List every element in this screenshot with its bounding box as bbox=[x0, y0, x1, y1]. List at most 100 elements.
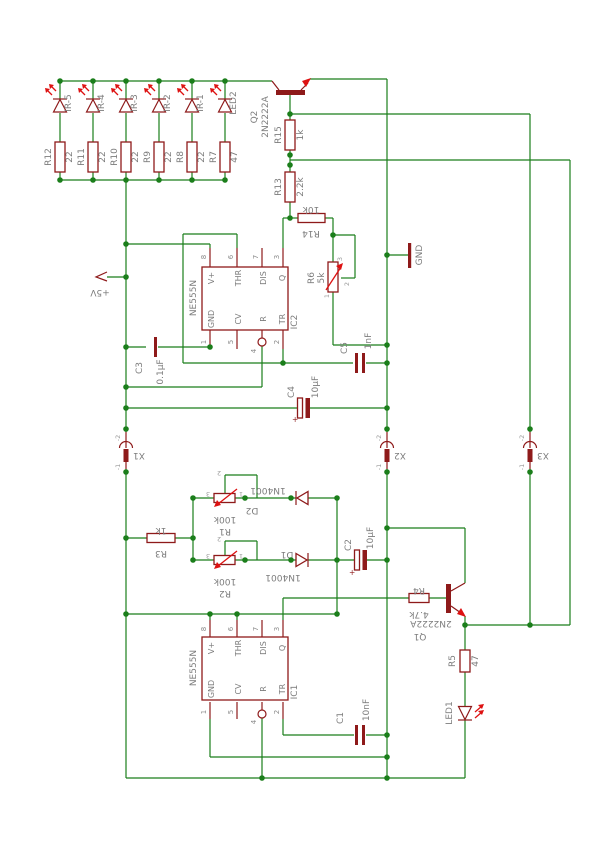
led-label: IR-3 bbox=[130, 94, 140, 112]
led-label: IR-4 bbox=[97, 94, 107, 112]
pot-pin3: 3 bbox=[336, 257, 344, 261]
ic-ref: IC1 bbox=[290, 685, 300, 700]
led-ref: LED1 bbox=[445, 701, 455, 724]
cap-ref: C1 bbox=[336, 712, 346, 724]
resistor-value: 22 bbox=[164, 151, 174, 162]
led-led1: LED1 bbox=[445, 701, 484, 725]
pin-name: GND bbox=[207, 310, 216, 328]
transistor-q2: Q2 2N2222A bbox=[250, 78, 311, 138]
resistor-ref: R4 bbox=[413, 585, 425, 595]
resistor-ref: R14 bbox=[302, 228, 320, 238]
pin-name: DIS bbox=[259, 641, 268, 655]
wires bbox=[59, 78, 571, 779]
pin-name: Q bbox=[278, 275, 287, 281]
potentiometer-r6: R6 5k 3 1 2 bbox=[307, 257, 351, 298]
resistor-ref: R5 bbox=[448, 655, 458, 667]
pin-number: 5 bbox=[227, 710, 235, 714]
gnd-label: GND bbox=[415, 245, 425, 266]
diode-part: 1N4001 bbox=[265, 572, 300, 582]
connector-x3: X3 -2 -1 bbox=[518, 432, 549, 470]
led-label: IR-5 bbox=[64, 94, 74, 112]
pot-ref: R1 bbox=[219, 526, 231, 536]
pin-name: R bbox=[259, 316, 268, 322]
potentiometer-r1: 100k R1 2 3 1 bbox=[206, 469, 243, 536]
diode-part: 1N4001 bbox=[250, 485, 285, 495]
connector-pin1: -1 bbox=[114, 464, 122, 470]
plus5v-symbol: +5V bbox=[89, 271, 110, 297]
resistor-value: 4.7k bbox=[408, 609, 428, 619]
led-symbols bbox=[45, 84, 233, 113]
resistor-ref: R12 bbox=[44, 148, 54, 166]
connector-ref: X1 bbox=[133, 450, 145, 460]
resistor-value: 47 bbox=[471, 655, 481, 666]
resistor-ref: R13 bbox=[274, 178, 284, 196]
pin-number: 7 bbox=[252, 627, 260, 631]
connector-pin2: -2 bbox=[114, 435, 122, 441]
pin-number: 3 bbox=[273, 627, 281, 631]
resistor-r3: 1k R3 bbox=[146, 525, 176, 558]
resistor-r14: 10k R14 bbox=[297, 204, 326, 238]
pin-name: GND bbox=[207, 680, 216, 698]
resistor-r4: R4 4.7k bbox=[408, 585, 430, 619]
connector-x2: X2 -2 -1 bbox=[375, 432, 406, 470]
led-led2 bbox=[210, 84, 233, 113]
led-resistors bbox=[54, 141, 231, 173]
pot-pin2: 2 bbox=[343, 282, 351, 286]
diode-ref: D2 bbox=[246, 505, 259, 515]
pin-name: Q bbox=[278, 645, 287, 651]
pin-name: THR bbox=[234, 269, 243, 287]
connector-pin2: -2 bbox=[518, 435, 526, 441]
resistor-r15: R15 1k bbox=[274, 119, 306, 151]
pot-value: 5k bbox=[317, 272, 327, 284]
resistor-value: 10k bbox=[302, 204, 319, 214]
resistor-r5: R5 47 bbox=[448, 649, 481, 673]
pot-value: 100k bbox=[213, 514, 236, 524]
capacitor-c2: + C2 10µF bbox=[344, 527, 376, 577]
pin-name: DIS bbox=[259, 271, 268, 285]
resistor-ref: R11 bbox=[77, 148, 87, 166]
pin-name: CV bbox=[234, 313, 243, 325]
led-ir-2 bbox=[144, 84, 167, 113]
resistor-value: 22 bbox=[131, 151, 141, 162]
pin-name: R bbox=[259, 686, 268, 692]
resistor-ref: R8 bbox=[176, 151, 186, 163]
led-label: IR-2 bbox=[163, 94, 173, 112]
cap-value: 10nF bbox=[362, 699, 372, 721]
pin-name: THR bbox=[234, 639, 243, 657]
pin-number: 3 bbox=[273, 255, 281, 259]
cap-ref: C4 bbox=[287, 386, 297, 398]
potentiometer-r2: 100k R2 2 3 1 bbox=[206, 535, 243, 598]
connector-pin1: -1 bbox=[375, 464, 383, 470]
pin-number: 4 bbox=[250, 348, 258, 353]
diode-d1: D1 1N4001 bbox=[265, 549, 309, 582]
pin-number: 1 bbox=[200, 710, 208, 714]
resistor-value: 1k bbox=[155, 525, 167, 535]
pin-name: CV bbox=[234, 683, 243, 695]
cap-plus: + bbox=[349, 568, 355, 577]
resistor-value: 2.2k bbox=[296, 176, 306, 196]
resistor-ref: R15 bbox=[274, 126, 284, 144]
led-ir-4 bbox=[78, 84, 101, 113]
diode-d2: 1N4001 D2 bbox=[246, 485, 309, 515]
pin-number: 6 bbox=[227, 254, 235, 259]
ic1-ne555n: 8 6 7 3 1 5 4 2 V+ THR DIS Q GND CV R TR… bbox=[189, 620, 300, 724]
pin-number: 8 bbox=[200, 627, 208, 631]
pin-number: 7 bbox=[252, 255, 260, 259]
pin-name: TR bbox=[278, 683, 287, 695]
led-ir-5 bbox=[45, 84, 68, 113]
cap-plus: + bbox=[292, 415, 298, 424]
cap-ref: C3 bbox=[135, 362, 145, 374]
resistor-ref: R10 bbox=[110, 148, 120, 166]
capacitor-c4: + C4 10µF bbox=[287, 376, 321, 424]
resistor-value: 47 bbox=[230, 151, 240, 162]
transistor-q1: 2N2222A Q1 bbox=[409, 582, 466, 641]
pin-name: V+ bbox=[207, 272, 216, 284]
pot-pin1: 1 bbox=[323, 294, 331, 298]
led-ir-1 bbox=[177, 84, 200, 113]
pin-number: 1 bbox=[200, 340, 208, 344]
pot-pin3: 3 bbox=[206, 552, 210, 560]
pot-ref: R6 bbox=[307, 272, 317, 284]
pin-name: V+ bbox=[207, 642, 216, 654]
